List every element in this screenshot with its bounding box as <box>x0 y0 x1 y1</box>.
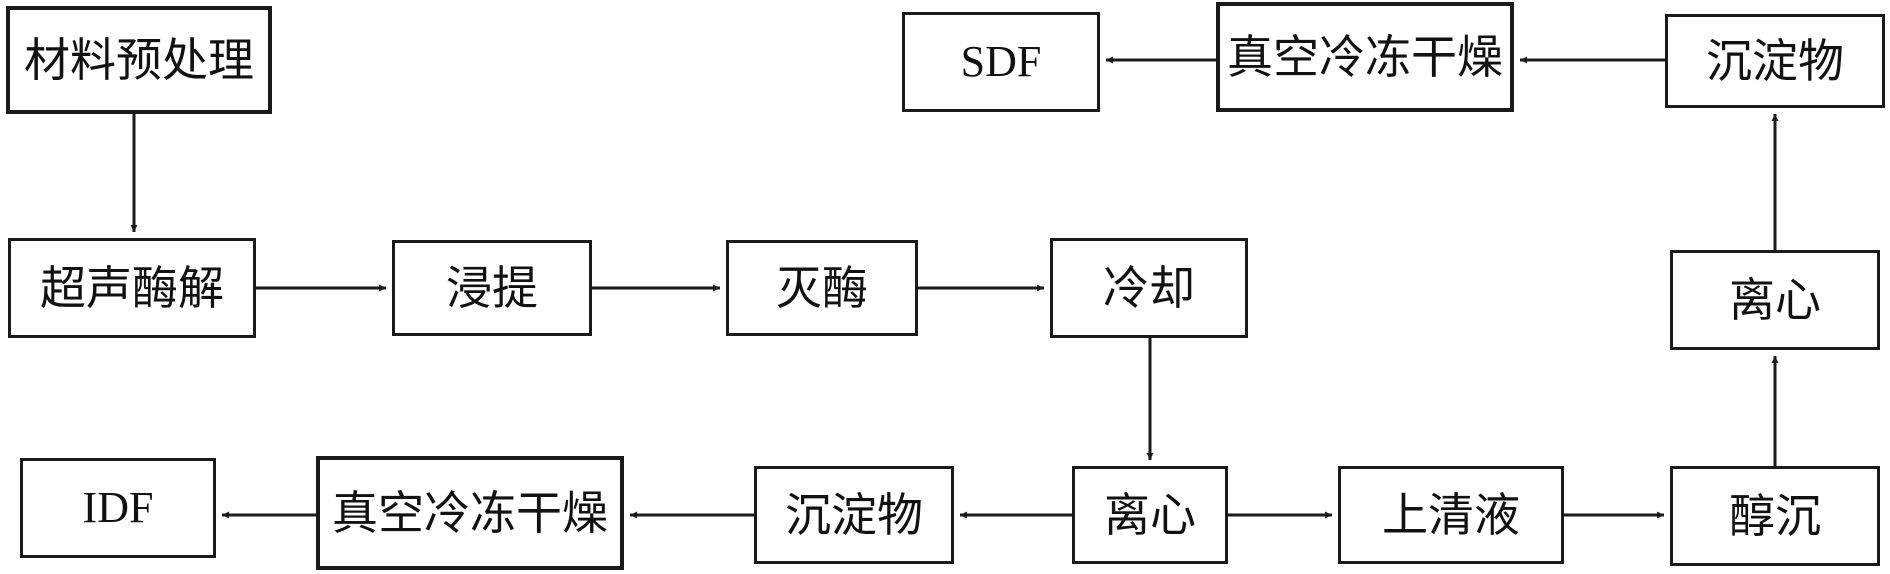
node-label: 冷却 <box>1103 261 1195 315</box>
node-label: 醇沉 <box>1729 489 1821 543</box>
node-idf: IDF <box>20 458 216 558</box>
node-extraction: 浸提 <box>392 240 592 336</box>
node-material-pretreatment: 材料预处理 <box>6 6 272 114</box>
node-label: 真空冷冻干燥 <box>1227 30 1503 84</box>
node-label: 沉淀物 <box>1706 34 1844 88</box>
node-supernatant: 上清液 <box>1338 466 1564 564</box>
node-precipitate-top: 沉淀物 <box>1665 14 1885 108</box>
node-enzyme-inactivation: 灭酶 <box>726 240 918 336</box>
node-vacuum-freeze-drying-top: 真空冷冻干燥 <box>1216 2 1514 112</box>
node-precipitate-bottom: 沉淀物 <box>754 466 954 564</box>
node-label: 超声酶解 <box>40 261 224 315</box>
node-label: 材料预处理 <box>24 33 254 87</box>
node-label: 浸提 <box>446 261 538 315</box>
node-centrifuge-right: 离心 <box>1670 250 1880 350</box>
node-label: SDF <box>960 37 1042 86</box>
node-label: 灭酶 <box>776 261 868 315</box>
node-centrifuge-center: 离心 <box>1072 466 1228 564</box>
node-sdf: SDF <box>902 12 1100 112</box>
node-label: 离心 <box>1104 488 1196 542</box>
node-label: 上清液 <box>1382 488 1520 542</box>
node-cooling: 冷却 <box>1050 238 1248 338</box>
node-label: 沉淀物 <box>785 488 923 542</box>
node-ultrasonic-enzymolysis: 超声酶解 <box>8 238 256 338</box>
node-alcohol-precipitation: 醇沉 <box>1670 466 1880 566</box>
node-label: IDF <box>82 483 154 532</box>
node-label: 离心 <box>1729 273 1821 327</box>
node-vacuum-freeze-drying-bottom: 真空冷冻干燥 <box>316 456 624 570</box>
node-label: 真空冷冻干燥 <box>332 486 608 540</box>
